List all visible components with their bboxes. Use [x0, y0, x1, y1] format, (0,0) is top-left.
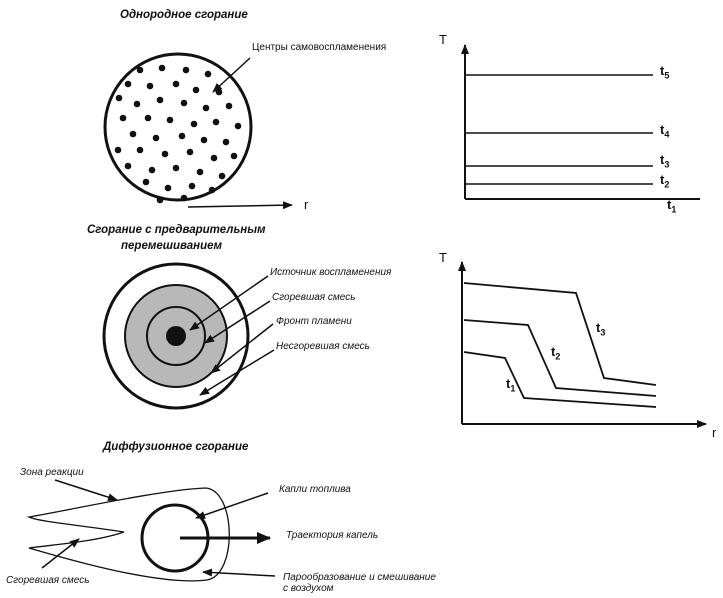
autoignition-dot: [188, 182, 196, 190]
autoignition-dot: [156, 96, 164, 104]
fuel-drops-label: Капли топлива: [279, 484, 351, 495]
zone-pointer-arrow: [54, 479, 118, 502]
chart1-x-label-t1: t1: [667, 197, 677, 215]
chart2-curve-t3: [463, 282, 657, 386]
autoignition-dot: [146, 82, 154, 90]
droplet-pointer-arrow: [195, 492, 269, 519]
autoignition-dot: [152, 134, 160, 142]
autoignition-dot: [142, 178, 150, 186]
chart2-t-axis-label: T: [439, 250, 447, 265]
vapor-pointer-arrow: [202, 568, 276, 577]
autoignition-dot: [133, 100, 141, 108]
homogeneous-title: Однородное сгорание: [120, 9, 248, 21]
chart2: [458, 261, 707, 428]
autoignition-dot: [164, 184, 172, 192]
autoignition-dot: [210, 154, 218, 162]
trajectory-label: Траектория капель: [286, 530, 379, 541]
autoignition-dot: [119, 114, 127, 122]
chart2-label-t3: t3: [596, 320, 606, 338]
autoignition-dot: [208, 186, 216, 194]
autoignition-dot: [234, 122, 242, 130]
autoignition-dot: [200, 136, 208, 144]
autoignition-dot: [215, 88, 223, 96]
unburned-mixture-label: Несгоревшая смесь: [276, 341, 370, 352]
autoignition-dot: [144, 114, 152, 122]
front-pointer-arrow: [210, 323, 274, 374]
autoignition-dot: [136, 146, 144, 154]
diffusion-diagram: [26, 479, 276, 582]
unburned-pointer-arrow: [199, 349, 275, 396]
autoignition-dot: [186, 148, 194, 156]
chart1-label-t2: t2: [660, 172, 670, 190]
premixed-diagram: [102, 262, 275, 410]
autoignition-dot: [180, 99, 188, 107]
chart1-label-t3: t3: [660, 152, 670, 170]
autoignition-dot: [136, 66, 144, 74]
chart2-label-t1: t1: [506, 376, 516, 394]
r-axis-label: r: [304, 197, 309, 212]
reaction-zone-outline: [26, 487, 230, 582]
burned-pointer-arrow-2: [41, 538, 80, 569]
autoignition-dot: [204, 70, 212, 78]
chart2-label-t2: t2: [551, 344, 561, 362]
chart2-curve-t1: [463, 351, 657, 408]
chart1-label-t5: t5: [660, 63, 670, 81]
autoignition-dot: [161, 150, 169, 158]
chart1-label-t4: t4: [660, 122, 670, 140]
autoignition-dot: [172, 80, 180, 88]
burned-mixture-label: Сгоревшая смесь: [272, 292, 356, 303]
autoignition-dot: [225, 102, 233, 110]
r-axis-arrow: [187, 201, 293, 210]
autoignition-centers: [114, 64, 242, 204]
autoignition-dot: [115, 94, 123, 102]
autoignition-dot: [124, 162, 132, 170]
chart1-t-axis-label: T: [439, 32, 447, 47]
autoignition-dot: [212, 118, 220, 126]
autoignition-dot: [190, 120, 198, 128]
chart2-curve-t2: [463, 319, 657, 397]
vapor-label-line2: с воздухом: [283, 583, 334, 594]
source-pointer-arrow: [189, 275, 269, 331]
autoignition-dot: [129, 130, 137, 138]
autoignition-dot: [218, 172, 226, 180]
autoignition-dot: [202, 104, 210, 112]
chart2-r-axis-label: r: [712, 425, 717, 440]
autoignition-dot: [158, 64, 166, 72]
autoignition-dot: [114, 146, 122, 154]
homogeneous-circle: [103, 52, 253, 202]
autoignition-dot: [178, 132, 186, 140]
premixed-title-line1: Сгорание с предварительным: [87, 224, 266, 236]
centers-label: Центры самовоспламенения: [252, 42, 387, 53]
autoignition-dot: [192, 86, 200, 94]
autoignition-dot: [166, 116, 174, 124]
centers-pointer-arrow: [212, 57, 251, 93]
flame-front-label: Фронт пламени: [276, 316, 352, 327]
ignition-source-label: Источник воспламенения: [270, 267, 392, 278]
autoignition-dot: [156, 196, 164, 204]
vapor-label-line1: Парообразование и смешивание: [283, 572, 436, 583]
autoignition-dot: [222, 138, 230, 146]
autoignition-dot: [182, 66, 190, 74]
autoignition-dot: [172, 164, 180, 172]
autoignition-dot: [230, 152, 238, 160]
chart1: [461, 44, 700, 200]
ignition-source: [166, 326, 186, 346]
burned-mixture-label-2: Сгоревшая смесь: [6, 575, 90, 586]
autoignition-dot: [148, 166, 156, 174]
premixed-title-line2: перемешиванием: [121, 240, 223, 252]
burned-pointer-arrow: [204, 300, 271, 344]
diffusion-title: Диффузионное сгорание: [103, 441, 249, 453]
reaction-zone-label: Зона реакции: [20, 467, 84, 478]
autoignition-dot: [180, 194, 188, 202]
autoignition-dot: [124, 80, 132, 88]
homogeneous-diagram: [103, 52, 293, 210]
autoignition-dot: [196, 168, 204, 176]
